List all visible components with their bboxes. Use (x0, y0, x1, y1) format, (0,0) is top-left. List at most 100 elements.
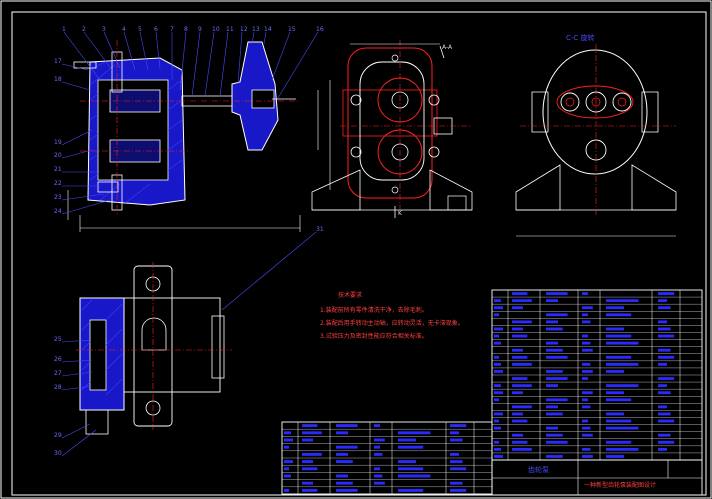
table-cell-text (512, 334, 528, 338)
table-cell-text (606, 341, 639, 345)
table-cell-text (512, 306, 523, 310)
table-cell-text (546, 398, 568, 402)
table-cell-text (582, 391, 593, 395)
table-cell-text (606, 299, 639, 303)
balloon-number: 21 (54, 166, 62, 173)
table-cell-text (658, 384, 667, 388)
table-cell-text (302, 488, 318, 492)
table-cell-text (284, 438, 293, 442)
table-cell-text (512, 292, 528, 295)
table-cell-text (512, 405, 532, 409)
balloon-number: 4 (122, 26, 126, 33)
table-cell-text (658, 292, 675, 295)
table-cell-text (494, 398, 499, 402)
table-cell-text (606, 391, 624, 395)
table-cell-text (606, 419, 632, 423)
table-cell-text (546, 405, 558, 409)
balloon-number: 5 (138, 26, 142, 33)
table-cell-text (512, 419, 528, 423)
table-cell-text (582, 426, 591, 430)
right-view (515, 44, 677, 237)
title-block (491, 459, 703, 496)
table-cell-text (658, 348, 671, 352)
table-cell-text (512, 447, 532, 451)
side-view (311, 40, 473, 215)
table-cell-text (512, 348, 523, 352)
table-cell-text (336, 445, 358, 449)
table-cell-text (658, 327, 671, 331)
table-cell-text (512, 320, 532, 324)
lower-view-leader-lines (61, 231, 317, 457)
table-cell-text (606, 362, 639, 366)
table-cell-text (512, 299, 532, 303)
balloon-number: 28 (54, 384, 62, 391)
balloon-number: 12 (240, 26, 248, 33)
table-cell-text (302, 452, 322, 456)
table-cell-text (606, 327, 624, 331)
table-cell-text (512, 412, 523, 416)
table-cell-text (450, 431, 459, 435)
table-cell-text (284, 488, 289, 492)
k-view-label: K (398, 210, 402, 217)
table-cell-text (582, 320, 591, 324)
table-cell-text (546, 384, 558, 388)
table-cell-text (374, 481, 385, 485)
table-cell-text (336, 431, 348, 435)
balloon-number: 25 (54, 336, 62, 343)
table-cell-text (512, 327, 523, 331)
table-cell-text (582, 455, 593, 458)
table-cell-text (494, 327, 503, 331)
table-cell-text (284, 431, 291, 435)
balloon-number: 30 (54, 450, 62, 457)
balloon-number: 9 (198, 26, 202, 33)
balloon-number: 6 (154, 26, 158, 33)
table-cell-text (582, 362, 591, 366)
balloon-number: 2 (82, 26, 86, 33)
lower-parts-list (281, 421, 493, 495)
table-cell-text (658, 440, 675, 444)
table-cell-text (658, 362, 667, 366)
table-cell-text (582, 370, 593, 373)
balloon-number: 23 (54, 194, 62, 201)
title-block-subtitle: 一种新型齿轮泵装配图设计 (584, 482, 657, 489)
table-cell-text (450, 467, 467, 471)
table-cell-text (582, 447, 591, 451)
table-cell-text (494, 306, 503, 310)
table-cell-text (284, 467, 289, 471)
table-cell-text (450, 460, 463, 464)
table-cell-text (582, 306, 593, 310)
table-cell-text (374, 424, 380, 428)
balloon-number: 15 (288, 26, 296, 33)
table-cell-text (606, 384, 639, 388)
table-cell-text (606, 370, 624, 373)
table-cell-text (658, 334, 675, 338)
lower-view (76, 262, 232, 435)
table-cell-text (336, 460, 353, 464)
table-cell-text (546, 292, 568, 295)
table-cell-text (336, 488, 358, 492)
balloon-number: 8 (184, 26, 188, 33)
table-cell-text (494, 440, 499, 444)
table-cell-text (512, 377, 528, 380)
table-cell-text (374, 438, 385, 442)
table-cell-text (302, 467, 318, 471)
table-cell-text (494, 384, 501, 388)
balloon-number: 24 (54, 208, 62, 215)
table-cell-text (512, 362, 532, 366)
table-cell-text (606, 455, 624, 458)
table-cell-text (546, 320, 558, 324)
table-cell-text (302, 424, 318, 428)
table-cell-text (606, 398, 632, 402)
right-view-title: C-C 旋转 (566, 34, 595, 42)
table-cell-text (302, 460, 313, 464)
tech-requirement-line-1: 1.装配前所有零件清洗干净，去除毛刺。 (320, 307, 428, 314)
table-cell-text (494, 355, 499, 359)
table-cell-text (582, 341, 591, 345)
table-cell-text (606, 447, 639, 451)
table-cell-text (398, 474, 431, 478)
table-cell-text (302, 481, 313, 485)
table-cell-text (450, 452, 459, 456)
table-cell-text (336, 424, 358, 428)
table-cell-text (512, 433, 523, 437)
